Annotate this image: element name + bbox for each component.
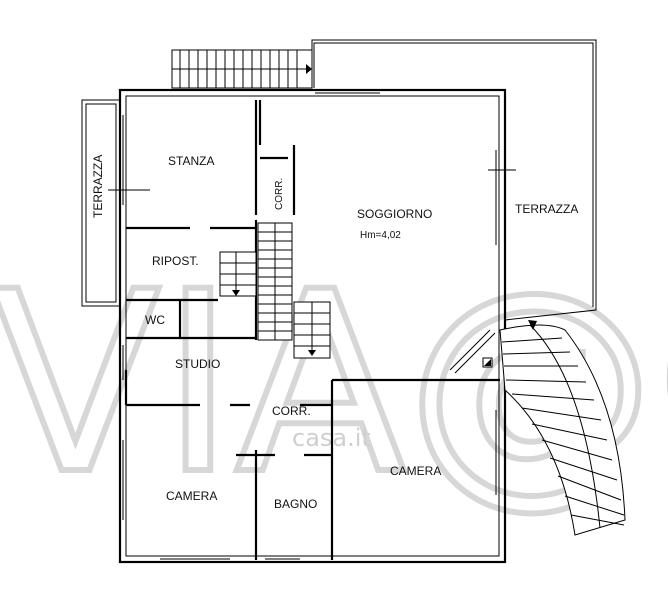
label-camera-left: CAMERA [166,489,217,503]
top-stair [171,49,313,89]
label-camera-right: CAMERA [390,464,441,478]
outer-walls [118,88,516,564]
label-terrazza-left: TERRAZZA [91,155,105,218]
label-corr-vertical: CORR. [274,178,285,210]
label-soggiorno: SOGGIORNO [357,207,432,221]
label-bagno: BAGNO [274,497,317,511]
label-corr-horizontal: CORR. [272,404,311,418]
curved-stair [499,320,626,536]
label-studio: STUDIO [175,357,220,371]
interior-stairs [219,222,331,359]
terrace-right [311,39,597,321]
label-terrazza-right: TERRAZZA [515,202,578,216]
label-riposto: RIPOST. [152,254,199,268]
label-stanza: STANZA [168,154,214,168]
label-soggiorno-height: Hm=4,02 [360,230,401,241]
label-wc: WC [145,313,165,327]
